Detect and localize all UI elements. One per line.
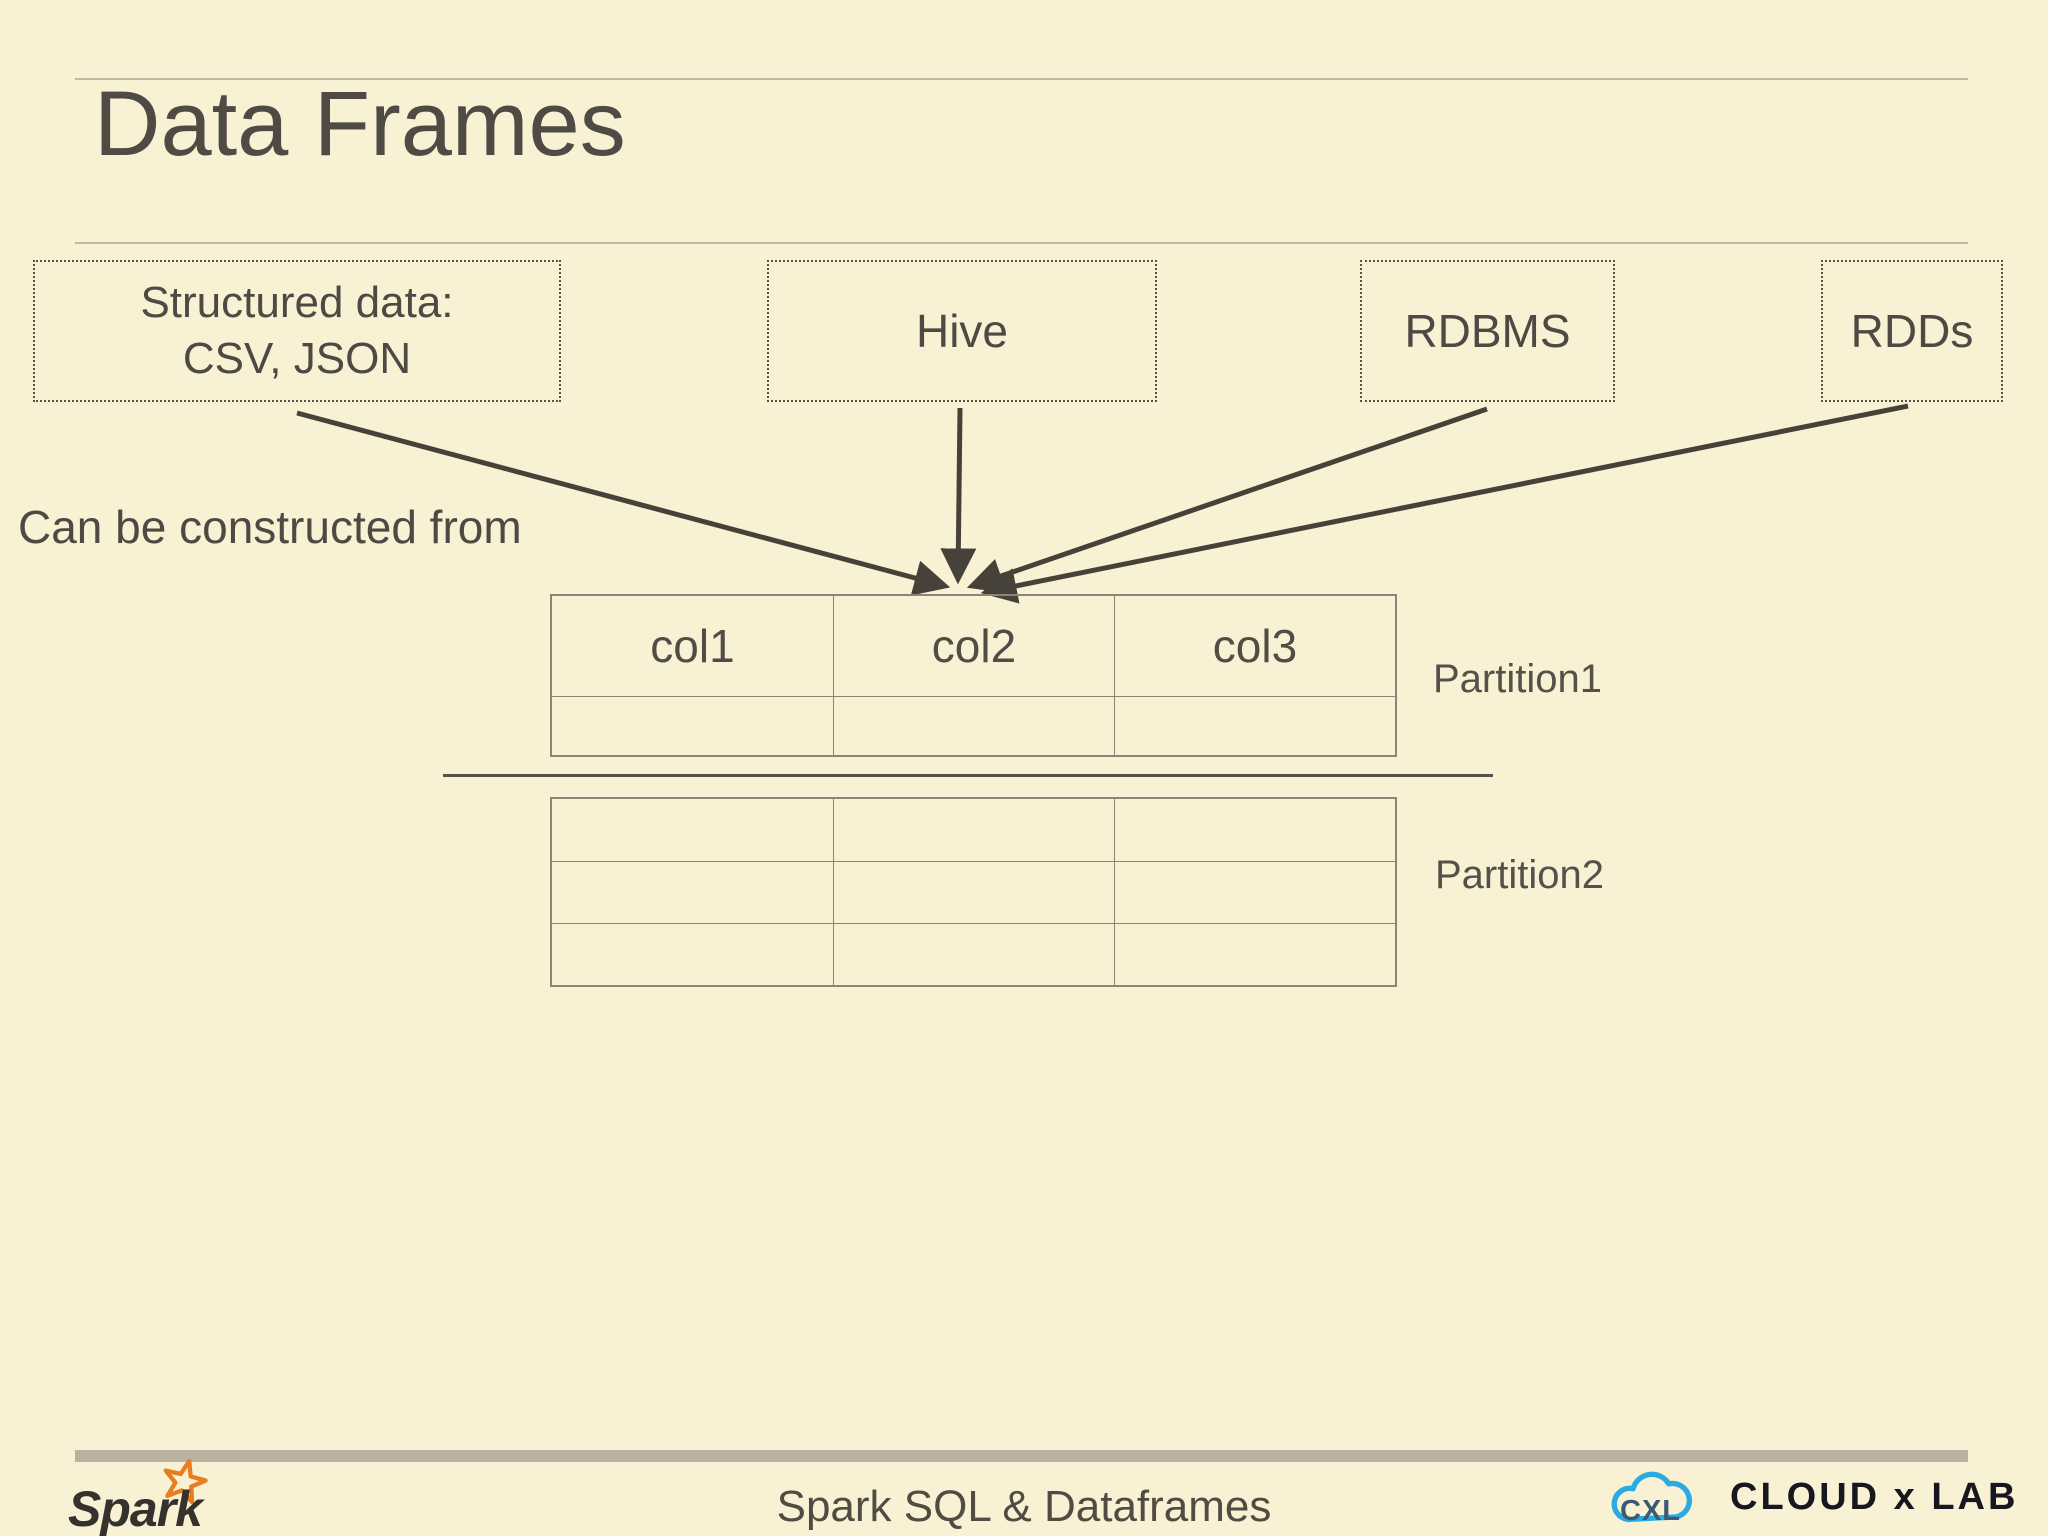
source-box-structured-data: Structured data: CSV, JSON (33, 260, 561, 402)
dataframe-table-partition2 (550, 797, 1397, 987)
empty-cell (1114, 696, 1395, 755)
top-divider (75, 78, 1968, 80)
partition1-label: Partition1 (1433, 657, 1602, 701)
partition-divider (443, 774, 1493, 777)
footer-bar (75, 1450, 1968, 1462)
spark-star-icon (163, 1458, 208, 1505)
title-divider (75, 242, 1968, 244)
source-label-structured-data-line2: CSV, JSON (182, 334, 412, 383)
empty-cell (1114, 799, 1395, 861)
arrow-rdds-to-dataframe (980, 403, 1909, 604)
empty-cell (1114, 861, 1395, 923)
empty-cell (833, 799, 1114, 861)
cloud-outline-icon (1611, 1471, 1692, 1523)
empty-cell (833, 696, 1114, 755)
column-header-col2: col2 (833, 596, 1114, 696)
empty-cell (552, 799, 833, 861)
empty-cell (552, 923, 833, 985)
footer-slide-deck-title: Spark SQL & Dataframes (776, 1482, 1272, 1531)
slide-title: Data Frames (94, 73, 626, 175)
cloudxlab-label: CLOUD x LAB (1730, 1475, 2019, 1518)
source-box-hive: Hive (767, 260, 1157, 402)
cloudxlab-logo: CXL CLOUD x LAB (1598, 1458, 2018, 1536)
cloudxlab-monogram: CXL (1620, 1495, 1681, 1527)
empty-cell (833, 923, 1114, 985)
empty-cell (552, 696, 833, 755)
caption-can-be-constructed-from: Can be constructed from (18, 501, 522, 553)
column-header-col1: col1 (650, 620, 735, 672)
spark-logo-text: Spark (68, 1481, 203, 1536)
source-label-structured-data-line1: Structured data: (140, 277, 454, 327)
empty-cell (1114, 923, 1395, 985)
arrow-rdbms-to-dataframe (966, 406, 1488, 594)
column-header-col3: col3 (1114, 596, 1395, 696)
dataframe-table-partition1: col1 col2 col3 (550, 594, 1397, 757)
partition2-label: Partition2 (1435, 853, 1604, 897)
source-label-hive: Hive (915, 304, 1009, 357)
source-label-rdbms: RDBMS (1404, 304, 1571, 357)
source-box-rdbms: RDBMS (1360, 260, 1615, 402)
empty-cell (552, 861, 833, 923)
source-label-rdds: RDDs (1850, 304, 1974, 357)
empty-cell (833, 861, 1114, 923)
source-box-rdds: RDDs (1821, 260, 2003, 402)
arrow-hive-to-dataframe (940, 407, 977, 585)
cloudxlab-cloud-icon: CXL (1598, 1458, 1716, 1536)
spark-logo: Spark (68, 1458, 268, 1536)
